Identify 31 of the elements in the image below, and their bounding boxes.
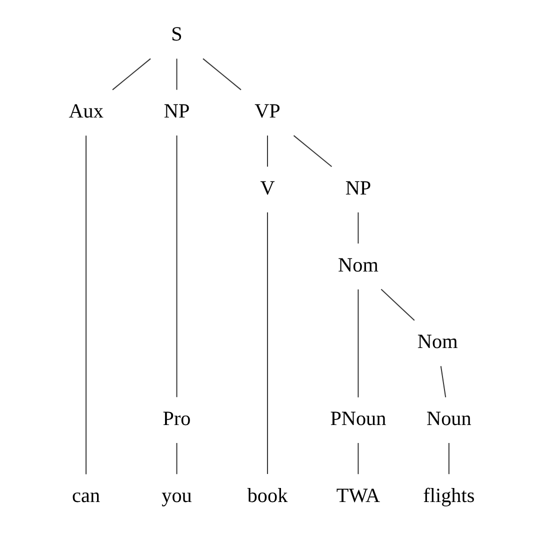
- connector: [176, 135, 178, 398]
- connector: [440, 366, 446, 398]
- connector: [86, 136, 87, 474]
- node-text: VP: [254, 100, 280, 123]
- connector: [176, 58, 178, 90]
- connector: [112, 58, 151, 90]
- node-text: Aux: [68, 100, 104, 123]
- connector: [293, 135, 332, 168]
- connector: [358, 212, 359, 244]
- node-text: flights: [423, 484, 475, 507]
- connector: [267, 136, 268, 167]
- node-text: you: [162, 484, 192, 507]
- node-text: TWA: [336, 484, 380, 507]
- connector: [202, 58, 242, 90]
- connector: [448, 443, 450, 474]
- connector: [267, 212, 268, 474]
- connector: [358, 289, 359, 398]
- node-text: Noun: [426, 408, 472, 430]
- node-text: NP: [164, 100, 190, 123]
- connector: [380, 288, 415, 321]
- node-text: Nom: [417, 331, 458, 354]
- node-text: NP: [345, 177, 372, 200]
- node-text: Nom: [338, 254, 378, 276]
- node-text: can: [72, 484, 100, 507]
- node-text: S: [171, 24, 182, 46]
- connector: [176, 443, 178, 474]
- node-text: book: [247, 484, 288, 507]
- connector: [358, 443, 359, 474]
- node-text: PNoun: [330, 408, 386, 430]
- node-text: V: [260, 177, 275, 200]
- node-text: Pro: [162, 408, 191, 430]
